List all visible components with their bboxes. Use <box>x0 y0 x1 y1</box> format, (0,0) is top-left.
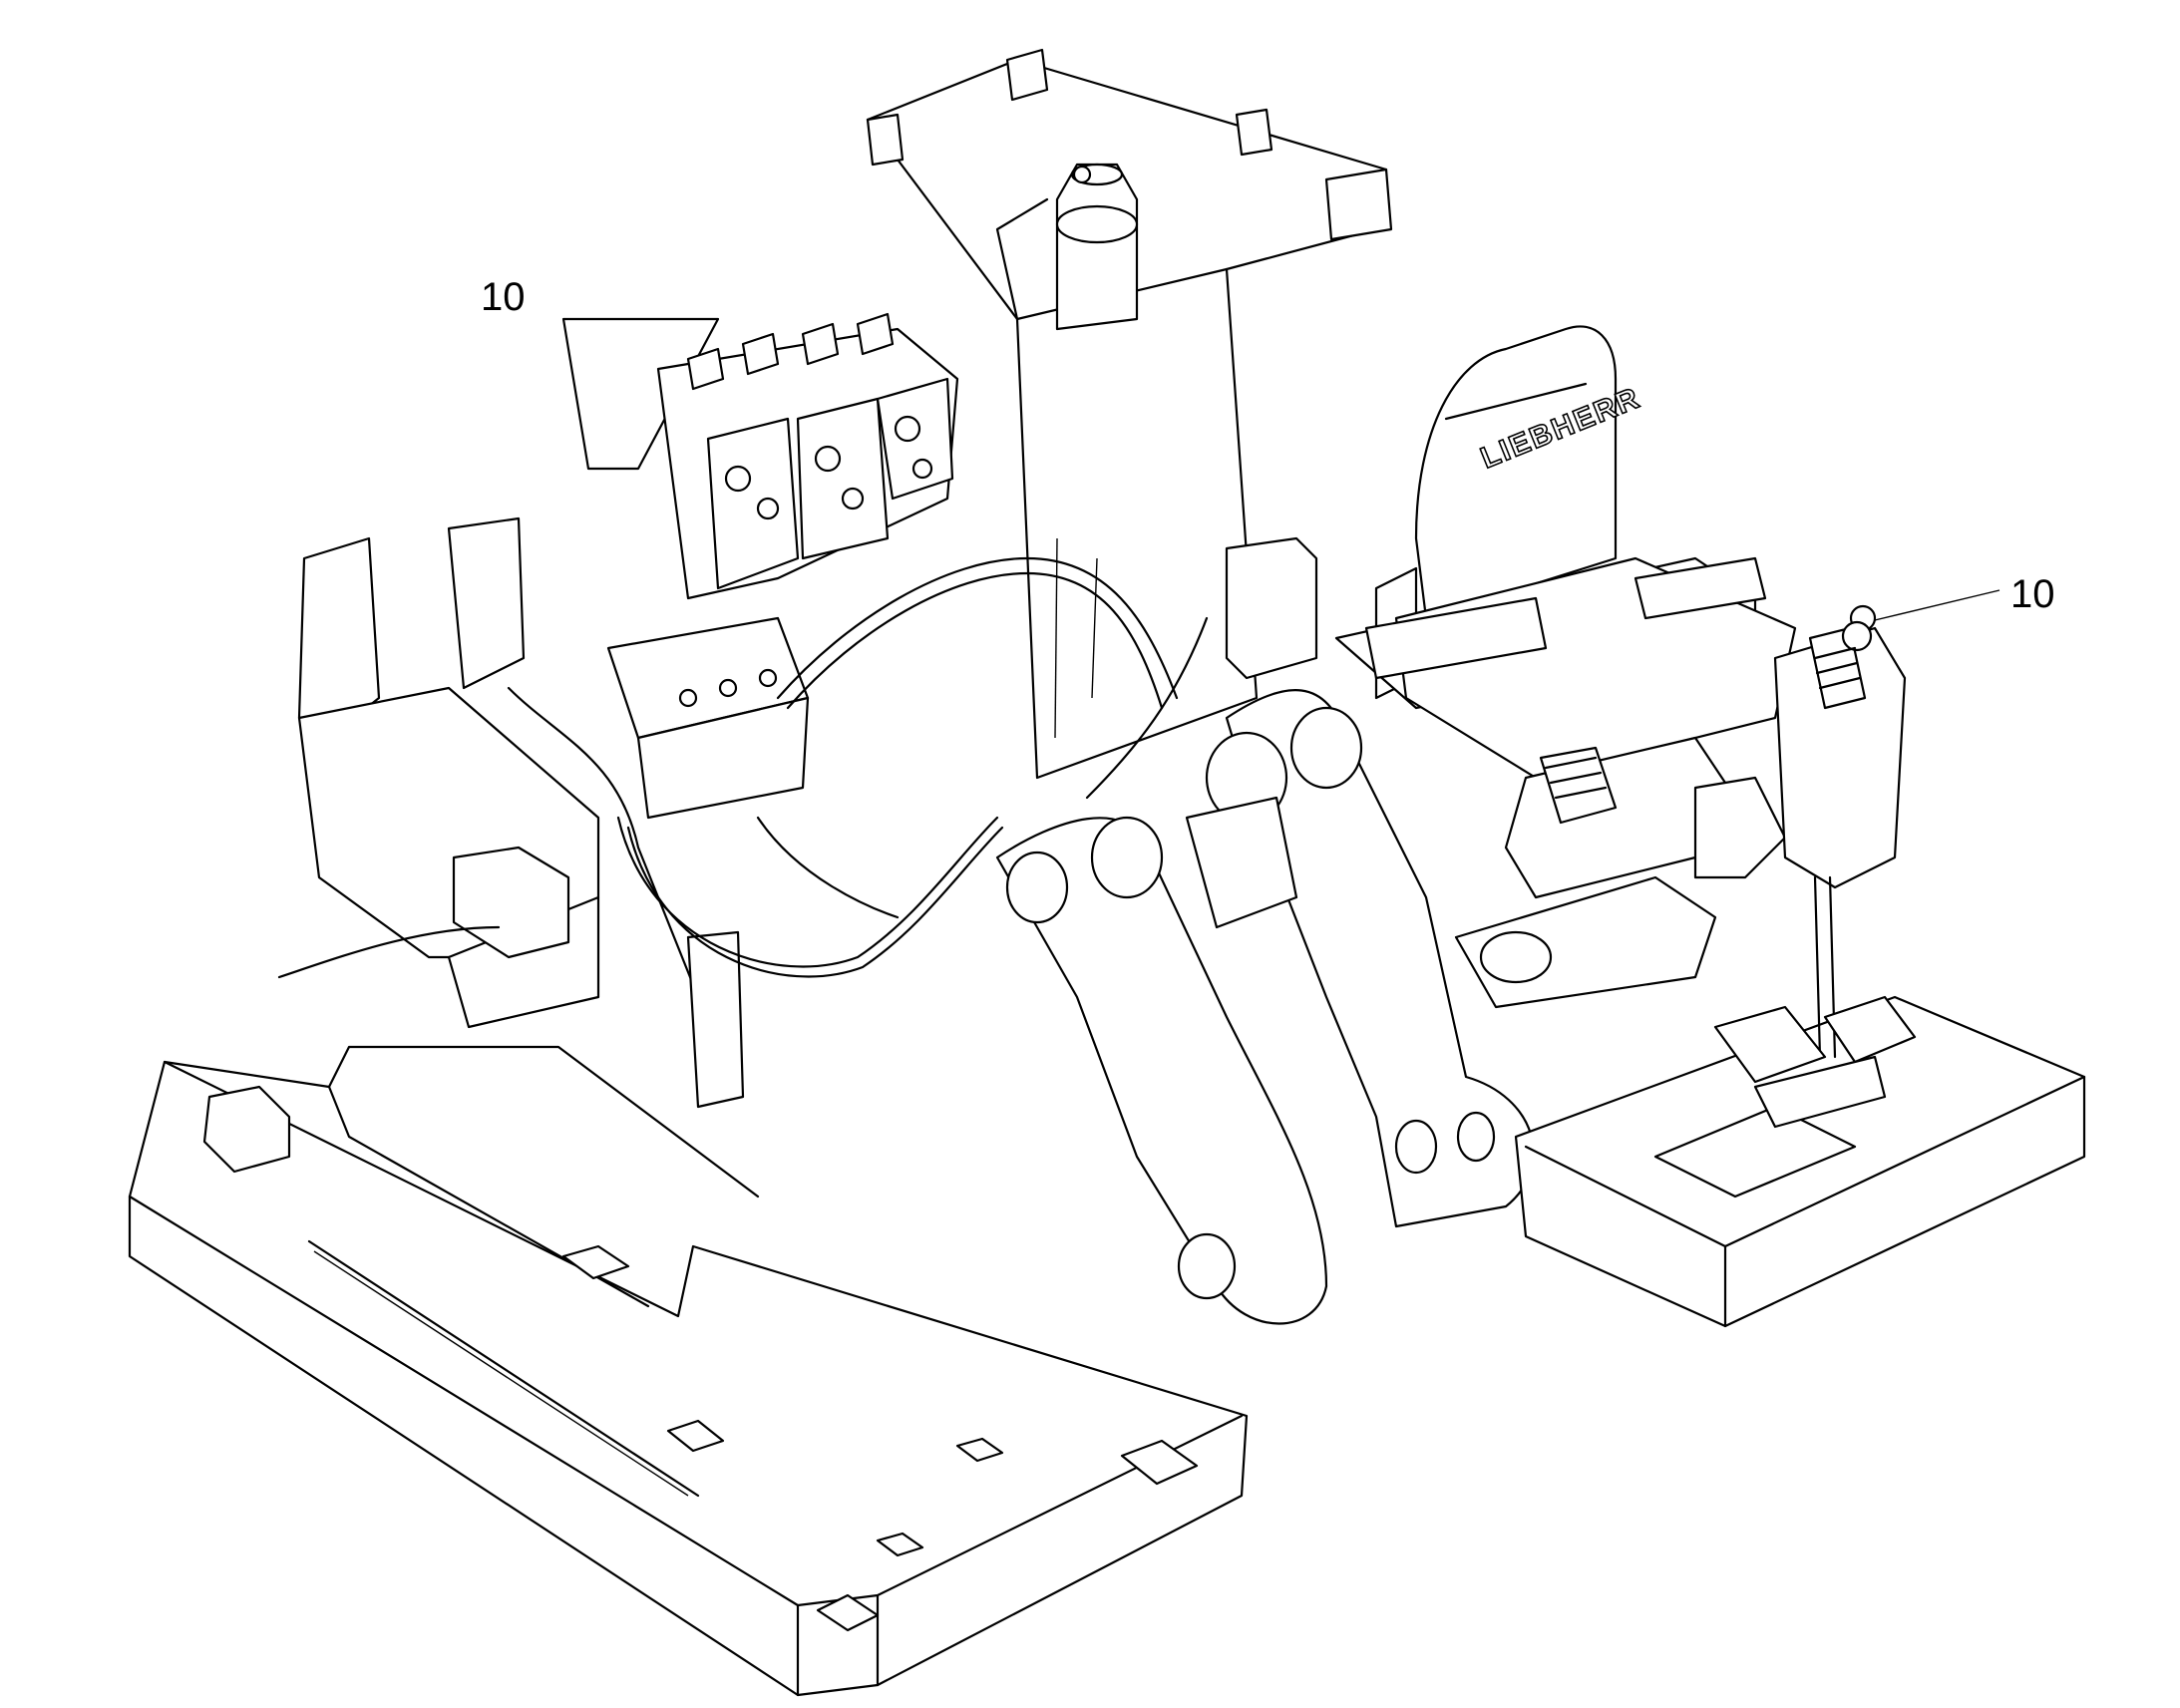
left-frame <box>204 518 743 1172</box>
tank-tower <box>868 50 1391 778</box>
hydraulic-hoses <box>618 558 1207 976</box>
control-valve-block <box>563 314 957 818</box>
operator-seat: LIEBHERR <box>1366 326 1795 778</box>
callout-label-joystick: 10 <box>2010 572 2055 616</box>
pillar <box>1227 538 1316 678</box>
base-floor-plate <box>130 1047 1247 1695</box>
right-joystick <box>1775 606 1905 1057</box>
left-console <box>1456 738 1785 1007</box>
callout-leader-line <box>1875 590 1999 620</box>
pedals <box>1715 997 1915 1127</box>
callout-label-valve-block: 10 <box>481 275 526 319</box>
a-frame-uprights <box>997 690 1534 1323</box>
